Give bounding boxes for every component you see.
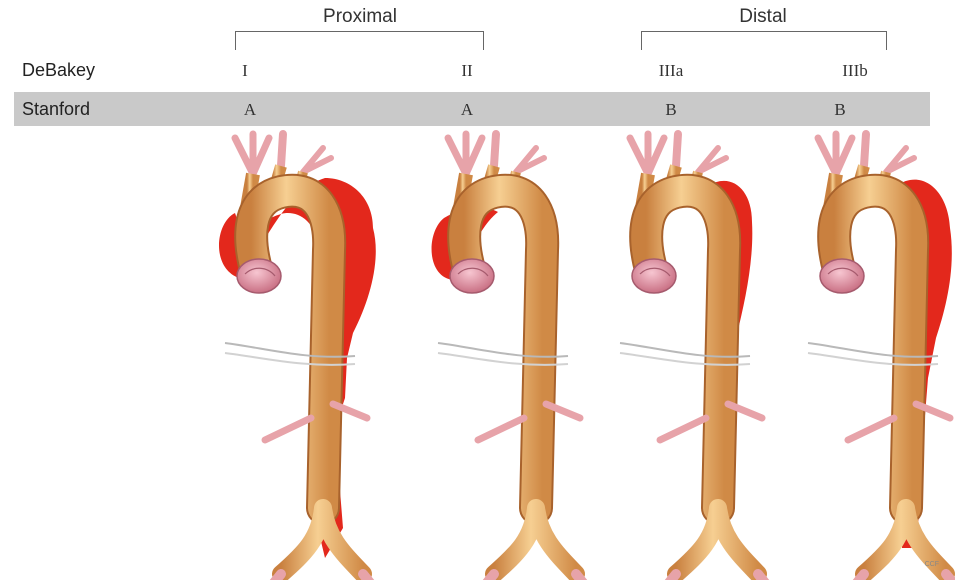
- distal-label: Distal: [683, 6, 843, 28]
- stanford-class-4: B: [810, 100, 870, 120]
- proximal-label: Proximal: [280, 6, 440, 28]
- distal-bracket: [641, 31, 887, 50]
- debakey-class-3: IIIa: [641, 61, 701, 81]
- credit-mark: CCF: [925, 561, 939, 568]
- stanford-class-1: A: [220, 100, 280, 120]
- proximal-bracket: [235, 31, 484, 50]
- debakey-class-2: II: [437, 61, 497, 81]
- debakey-class-4: IIIb: [825, 61, 885, 81]
- aorta-illustration-type-ii: [408, 128, 608, 580]
- aorta-illustration-type-iiia: [590, 128, 790, 580]
- stanford-class-3: B: [641, 100, 701, 120]
- stanford-row-label: Stanford: [22, 99, 90, 120]
- aorta-illustration-type-i: [195, 128, 395, 580]
- debakey-class-1: I: [215, 61, 275, 81]
- debakey-row-label: DeBakey: [22, 60, 95, 81]
- aorta-illustration-type-iiib: [778, 128, 955, 580]
- stanford-class-2: A: [437, 100, 497, 120]
